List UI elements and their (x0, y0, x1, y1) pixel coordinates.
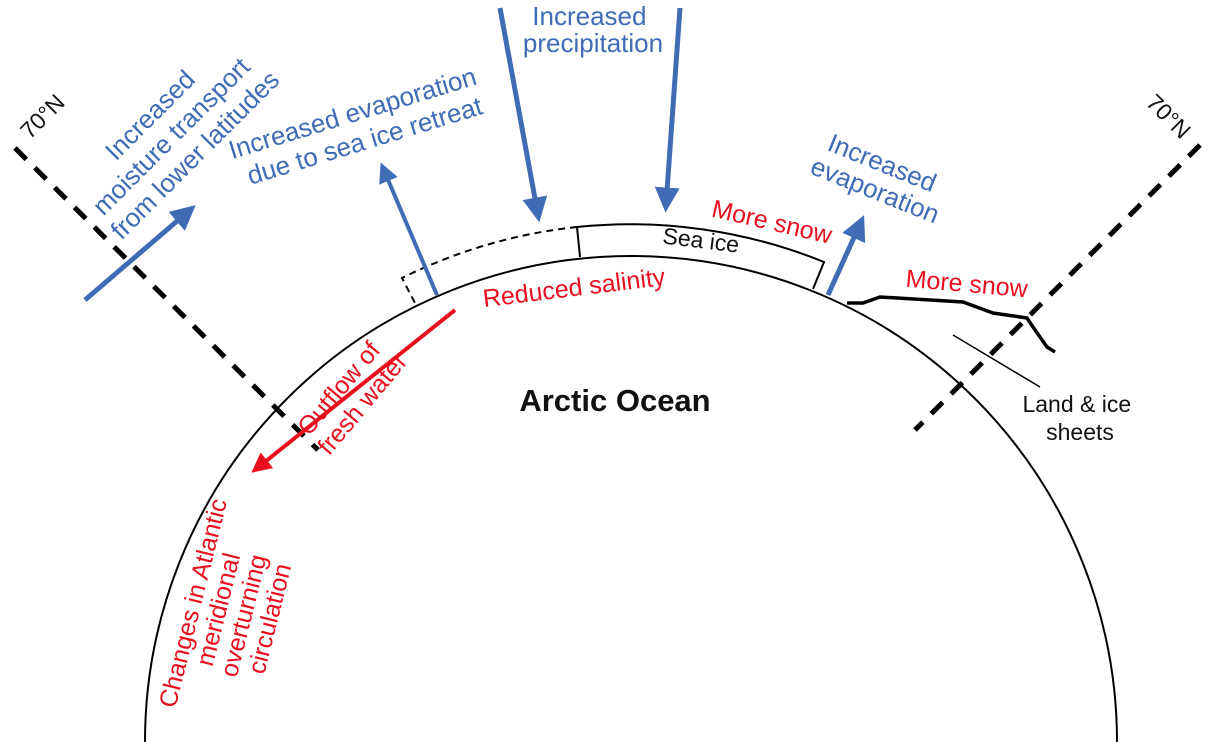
latitude-label-left: 70°N (15, 89, 70, 144)
evaporation-right-arrow (825, 215, 866, 297)
latitude-line-left (13, 146, 320, 452)
sea-ice-band (575, 223, 826, 290)
moisture-transport-arrow (83, 205, 196, 302)
latitude-line-right (913, 143, 1202, 432)
arctic-ocean-label: Arctic Ocean (519, 383, 710, 418)
precipitation-arrow-right (654, 7, 683, 213)
latitude-label-right: 70°N (1141, 89, 1196, 144)
arctic-ocean-boundary (144, 255, 1118, 742)
sea-ice-label: Sea ice (661, 222, 740, 257)
amoc-label: Changes in Atlantic meridional overturni… (154, 489, 310, 729)
retreated-sea-ice-outline (400, 226, 578, 304)
precipitation-arrow-left (497, 7, 548, 223)
evaporation-right-label: Increased evaporation (807, 125, 955, 230)
evaporation-retreat-arrow (379, 162, 439, 296)
fresh-water-outflow-arrow (251, 308, 457, 473)
land-ice-coastline (847, 295, 1056, 354)
outflow-label: Outflow of fresh water (291, 330, 413, 461)
precipitation-label: Increased precipitation (523, 1, 663, 58)
land-pointer-line (952, 334, 1041, 388)
more-snow-label-land: More snow (905, 265, 1030, 304)
land-ice-label: Land & ice sheets (1022, 391, 1137, 445)
